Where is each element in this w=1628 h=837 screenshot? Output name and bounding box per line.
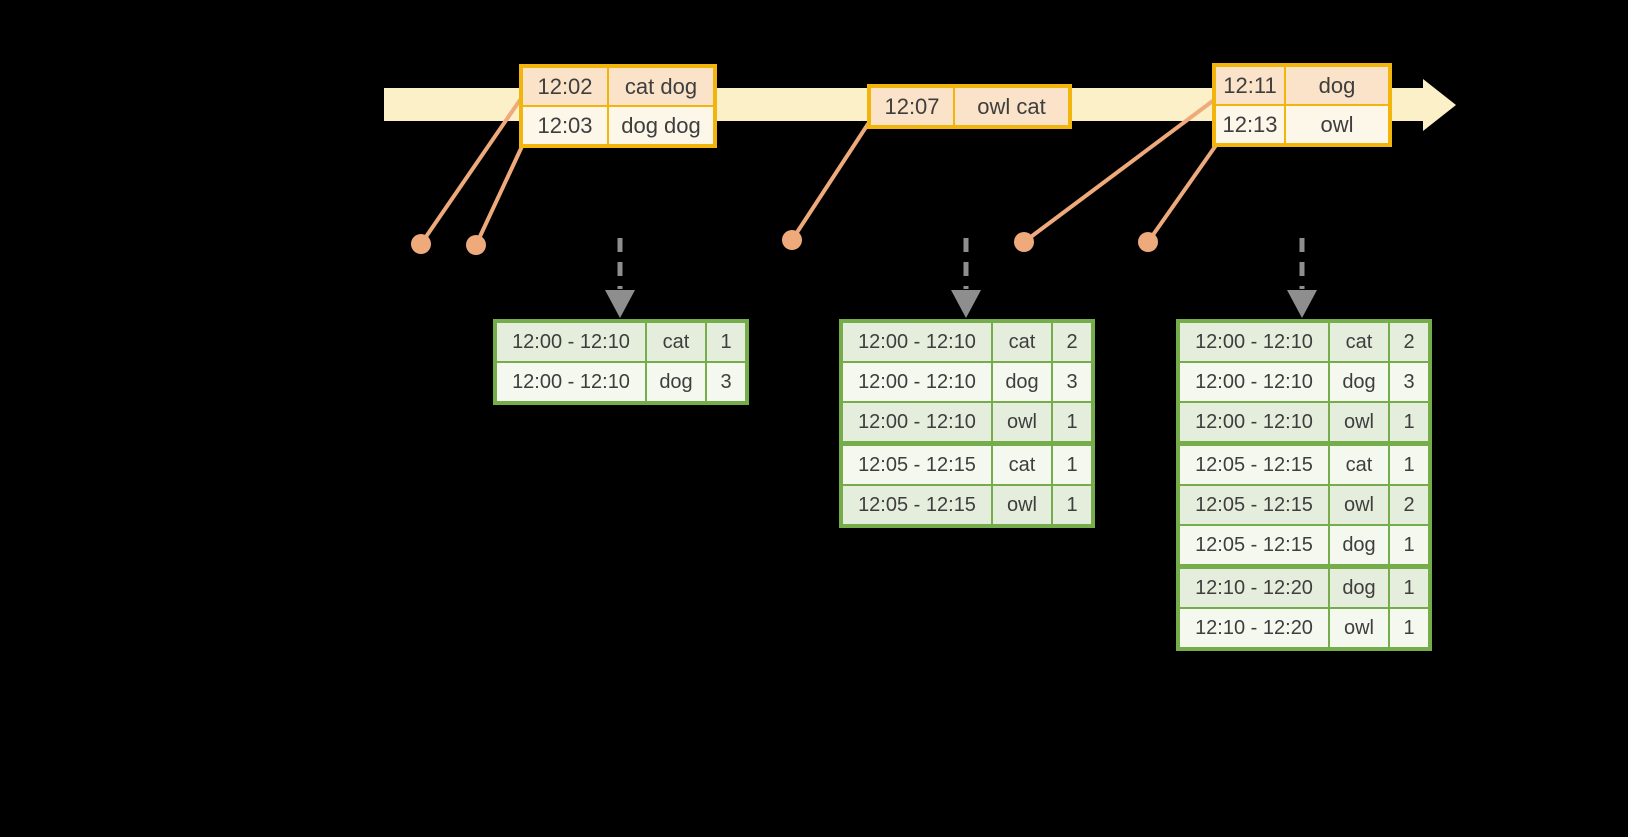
word-cell: owl [1328, 401, 1390, 446]
trigger-arrow-icon [605, 238, 635, 318]
count-cell: 1 [1388, 524, 1431, 569]
trigger-arrow-icon [951, 238, 981, 318]
word-cell: cat [1328, 320, 1390, 363]
event-words-cell: dog dog [607, 105, 716, 147]
word-cell: dog [991, 361, 1053, 403]
window-range-cell: 12:05 - 12:15 [840, 484, 993, 527]
count-cell: 3 [1388, 361, 1431, 403]
word-cell: owl [1328, 484, 1390, 526]
word-cell: owl [1328, 607, 1390, 650]
trigger-arrow-icon [1287, 238, 1317, 318]
word-cell: cat [1328, 442, 1390, 486]
count-cell: 1 [1051, 401, 1094, 446]
event-time-cell: 12:02 [520, 65, 609, 107]
count-cell: 2 [1388, 320, 1431, 363]
event-dot [1014, 232, 1034, 252]
window-range-cell: 12:05 - 12:15 [1177, 484, 1330, 526]
window-range-cell: 12:05 - 12:15 [1177, 442, 1330, 486]
event-time-cell: 12:13 [1213, 104, 1286, 146]
word-cell: dog [1328, 361, 1390, 403]
window-range-cell: 12:00 - 12:10 [840, 401, 993, 446]
word-cell: dog [645, 361, 707, 404]
window-range-cell: 12:00 - 12:10 [1177, 320, 1330, 363]
count-cell: 1 [1051, 442, 1094, 486]
count-cell: 1 [1388, 607, 1431, 650]
event-words-cell: owl [1284, 104, 1391, 146]
count-cell: 1 [1051, 484, 1094, 527]
count-cell: 2 [1051, 320, 1094, 363]
count-cell: 1 [1388, 565, 1431, 609]
event-connector-line [419, 98, 522, 246]
word-cell: dog [1328, 565, 1390, 609]
window-range-cell: 12:05 - 12:15 [840, 442, 993, 486]
count-cell: 3 [1051, 361, 1094, 403]
window-range-cell: 12:00 - 12:10 [840, 320, 993, 363]
event-time-cell: 12:07 [868, 85, 955, 128]
window-range-cell: 12:10 - 12:20 [1177, 607, 1330, 650]
word-cell: cat [991, 442, 1053, 486]
event-dot [1138, 232, 1158, 252]
count-cell: 3 [705, 361, 748, 404]
event-connector-line [790, 122, 870, 242]
window-range-cell: 12:00 - 12:10 [494, 361, 647, 404]
word-cell: cat [991, 320, 1053, 363]
window-range-cell: 12:00 - 12:10 [1177, 361, 1330, 403]
word-cell: dog [1328, 524, 1390, 569]
event-time-cell: 12:03 [520, 105, 609, 147]
event-dot [411, 234, 431, 254]
window-range-cell: 12:00 - 12:10 [494, 320, 647, 363]
count-cell: 1 [1388, 401, 1431, 446]
event-dot [466, 235, 486, 255]
timeline-arrowhead-icon [1423, 79, 1456, 131]
window-range-cell: 12:00 - 12:10 [840, 361, 993, 403]
event-connector-line [474, 140, 526, 247]
word-cell: owl [991, 401, 1053, 446]
event-words-cell: cat dog [607, 65, 716, 107]
count-cell: 1 [1388, 442, 1431, 486]
event-connector-line [1146, 139, 1221, 244]
word-cell: cat [645, 320, 707, 363]
event-dot [782, 230, 802, 250]
word-cell: owl [991, 484, 1053, 527]
event-connector-line [1022, 98, 1216, 244]
count-cell: 2 [1388, 484, 1431, 526]
window-range-cell: 12:00 - 12:10 [1177, 401, 1330, 446]
event-words-cell: owl cat [953, 85, 1071, 128]
window-range-cell: 12:10 - 12:20 [1177, 565, 1330, 609]
event-words-cell: dog [1284, 64, 1391, 106]
count-cell: 1 [705, 320, 748, 363]
window-range-cell: 12:05 - 12:15 [1177, 524, 1330, 569]
event-time-cell: 12:11 [1213, 64, 1286, 106]
